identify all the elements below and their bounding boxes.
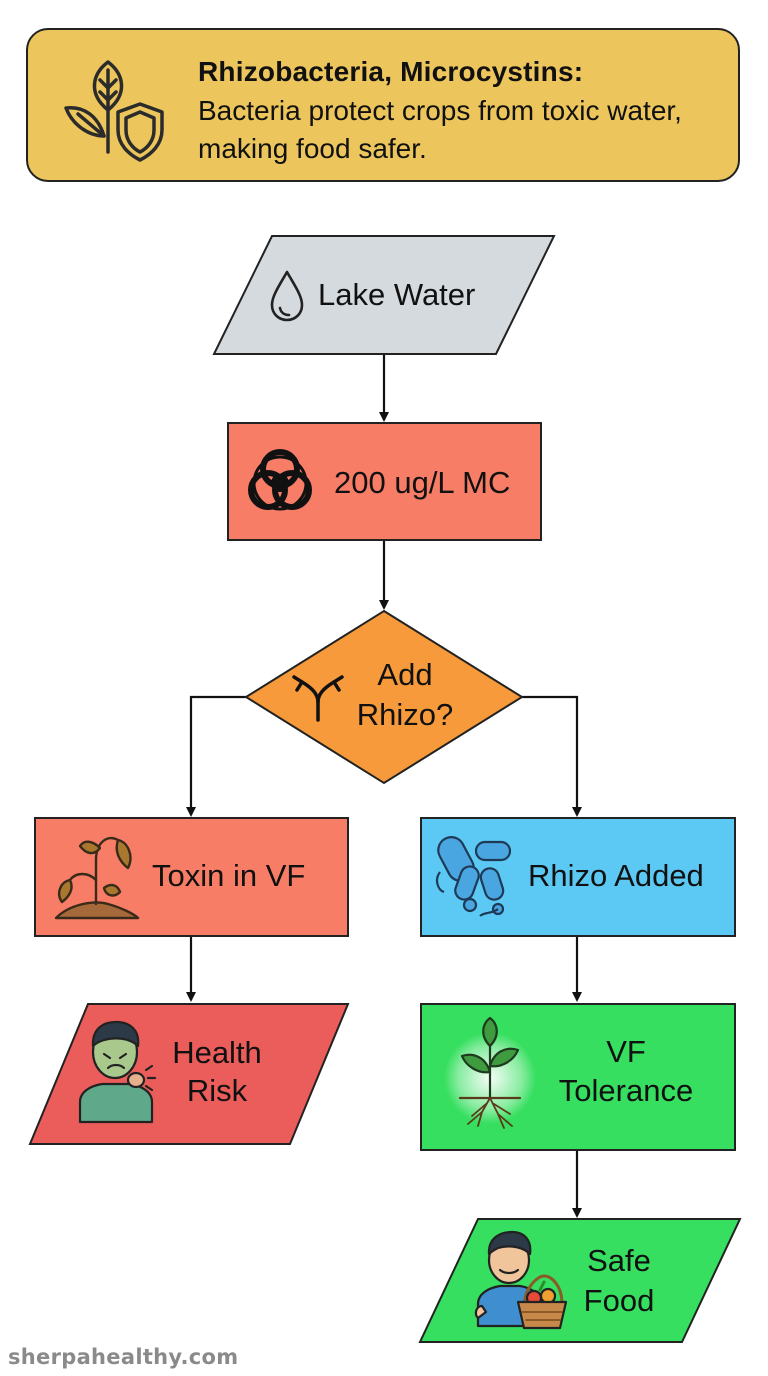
healthy-plant-icon xyxy=(444,1016,536,1129)
tolerance-label-line1: VF xyxy=(606,1034,646,1069)
arrow-decision-to-rhizo xyxy=(522,695,582,817)
toxin-label: Toxin in VF xyxy=(152,858,306,893)
wilted-plant-icon xyxy=(54,836,140,920)
biohazard-icon xyxy=(248,449,312,511)
rhizo-label: Rhizo Added xyxy=(528,858,704,893)
watermark: sherpahealthy.com xyxy=(8,1345,239,1369)
lake-water-node xyxy=(212,235,556,355)
safe-label-line2: Food xyxy=(583,1283,655,1318)
header-title: Rhizobacteria, Microcystins: xyxy=(198,56,584,87)
header-banner: Rhizobacteria, Microcystins: Bacteria pr… xyxy=(26,28,740,182)
arrow-decision-to-toxin xyxy=(186,695,246,817)
header-subtitle: Bacteria protect crops from toxic water,… xyxy=(198,95,682,164)
mc-level-label: 200 ug/L MC xyxy=(334,465,511,500)
decision-label-line2: Rhizo? xyxy=(356,697,454,732)
health-label-line2: Risk xyxy=(186,1073,248,1108)
decision-node xyxy=(244,609,524,785)
connectors xyxy=(186,354,582,1218)
decision-label-line1: Add xyxy=(377,657,433,692)
water-drop-icon xyxy=(270,270,304,322)
tolerance-label-line2: Tolerance xyxy=(558,1073,694,1108)
leaf-shield-icon xyxy=(64,60,164,162)
sick-person-icon xyxy=(78,1020,157,1124)
health-label-line1: Health xyxy=(172,1035,262,1070)
bacteria-icon xyxy=(435,836,512,917)
safe-label-line1: Safe xyxy=(587,1243,651,1278)
person-food-basket-icon xyxy=(474,1230,568,1330)
safe-food-node xyxy=(418,1218,742,1343)
lake-water-label: Lake Water xyxy=(318,277,476,312)
branch-arrows-icon xyxy=(292,675,344,722)
